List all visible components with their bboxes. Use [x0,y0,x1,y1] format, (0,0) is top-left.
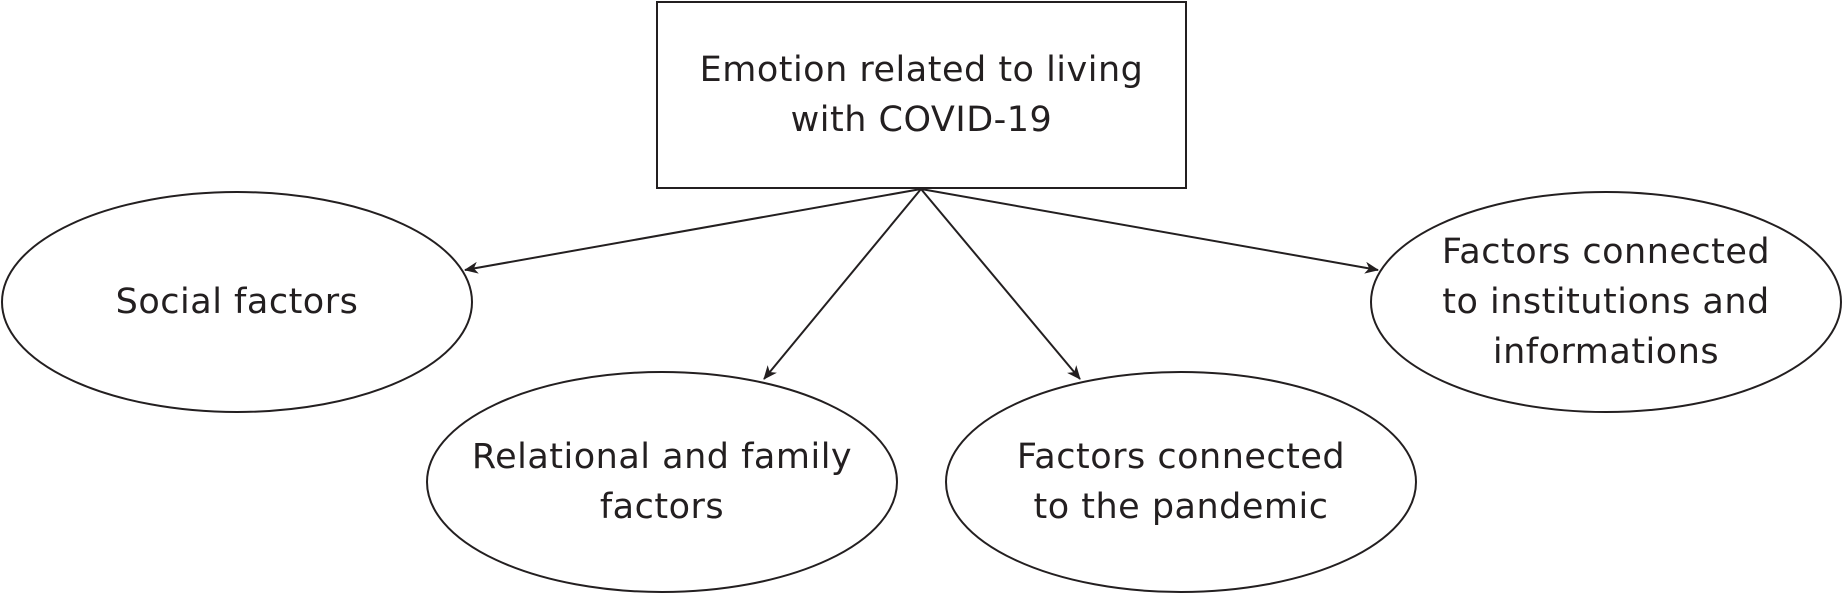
social-factors-label: Social factors [17,252,457,352]
relational-family-label-line-1: Relational and family [471,437,853,477]
root-box [656,1,1187,189]
root-label: Emotion related to living with COVID-19 [657,2,1186,188]
institutions-factors-label-line-2: to institutions and [1442,282,1770,322]
relational-family-label-line-2: factors [599,487,725,527]
arrow-to-institutions [920,188,1379,274]
pandemic-factors-label: Factors connected to the pandemic [951,432,1411,532]
relational-family-label: Relational and family factors [432,432,892,532]
relational-family-ellipse [426,371,898,593]
pandemic-factors-label-line-1: Factors connected [1016,437,1346,477]
arrow-to-social [464,188,922,274]
pandemic-factors-ellipse [945,371,1417,593]
institutions-factors-label-line-1: Factors connected [1441,232,1771,272]
root-label-line-1: Emotion related to living [699,50,1144,90]
social-factors-ellipse [1,191,473,413]
arrow-to-relational [763,188,922,380]
institutions-factors-label: Factors connected to institutions and in… [1376,227,1836,377]
arrow-to-pandemic [920,188,1081,380]
institutions-factors-ellipse [1370,191,1842,413]
institutions-factors-label-line-3: informations [1492,332,1720,372]
root-label-line-2: with COVID-19 [790,100,1053,140]
pandemic-factors-label-line-2: to the pandemic [1033,487,1329,527]
social-factors-label-line-1: Social factors [115,282,359,322]
